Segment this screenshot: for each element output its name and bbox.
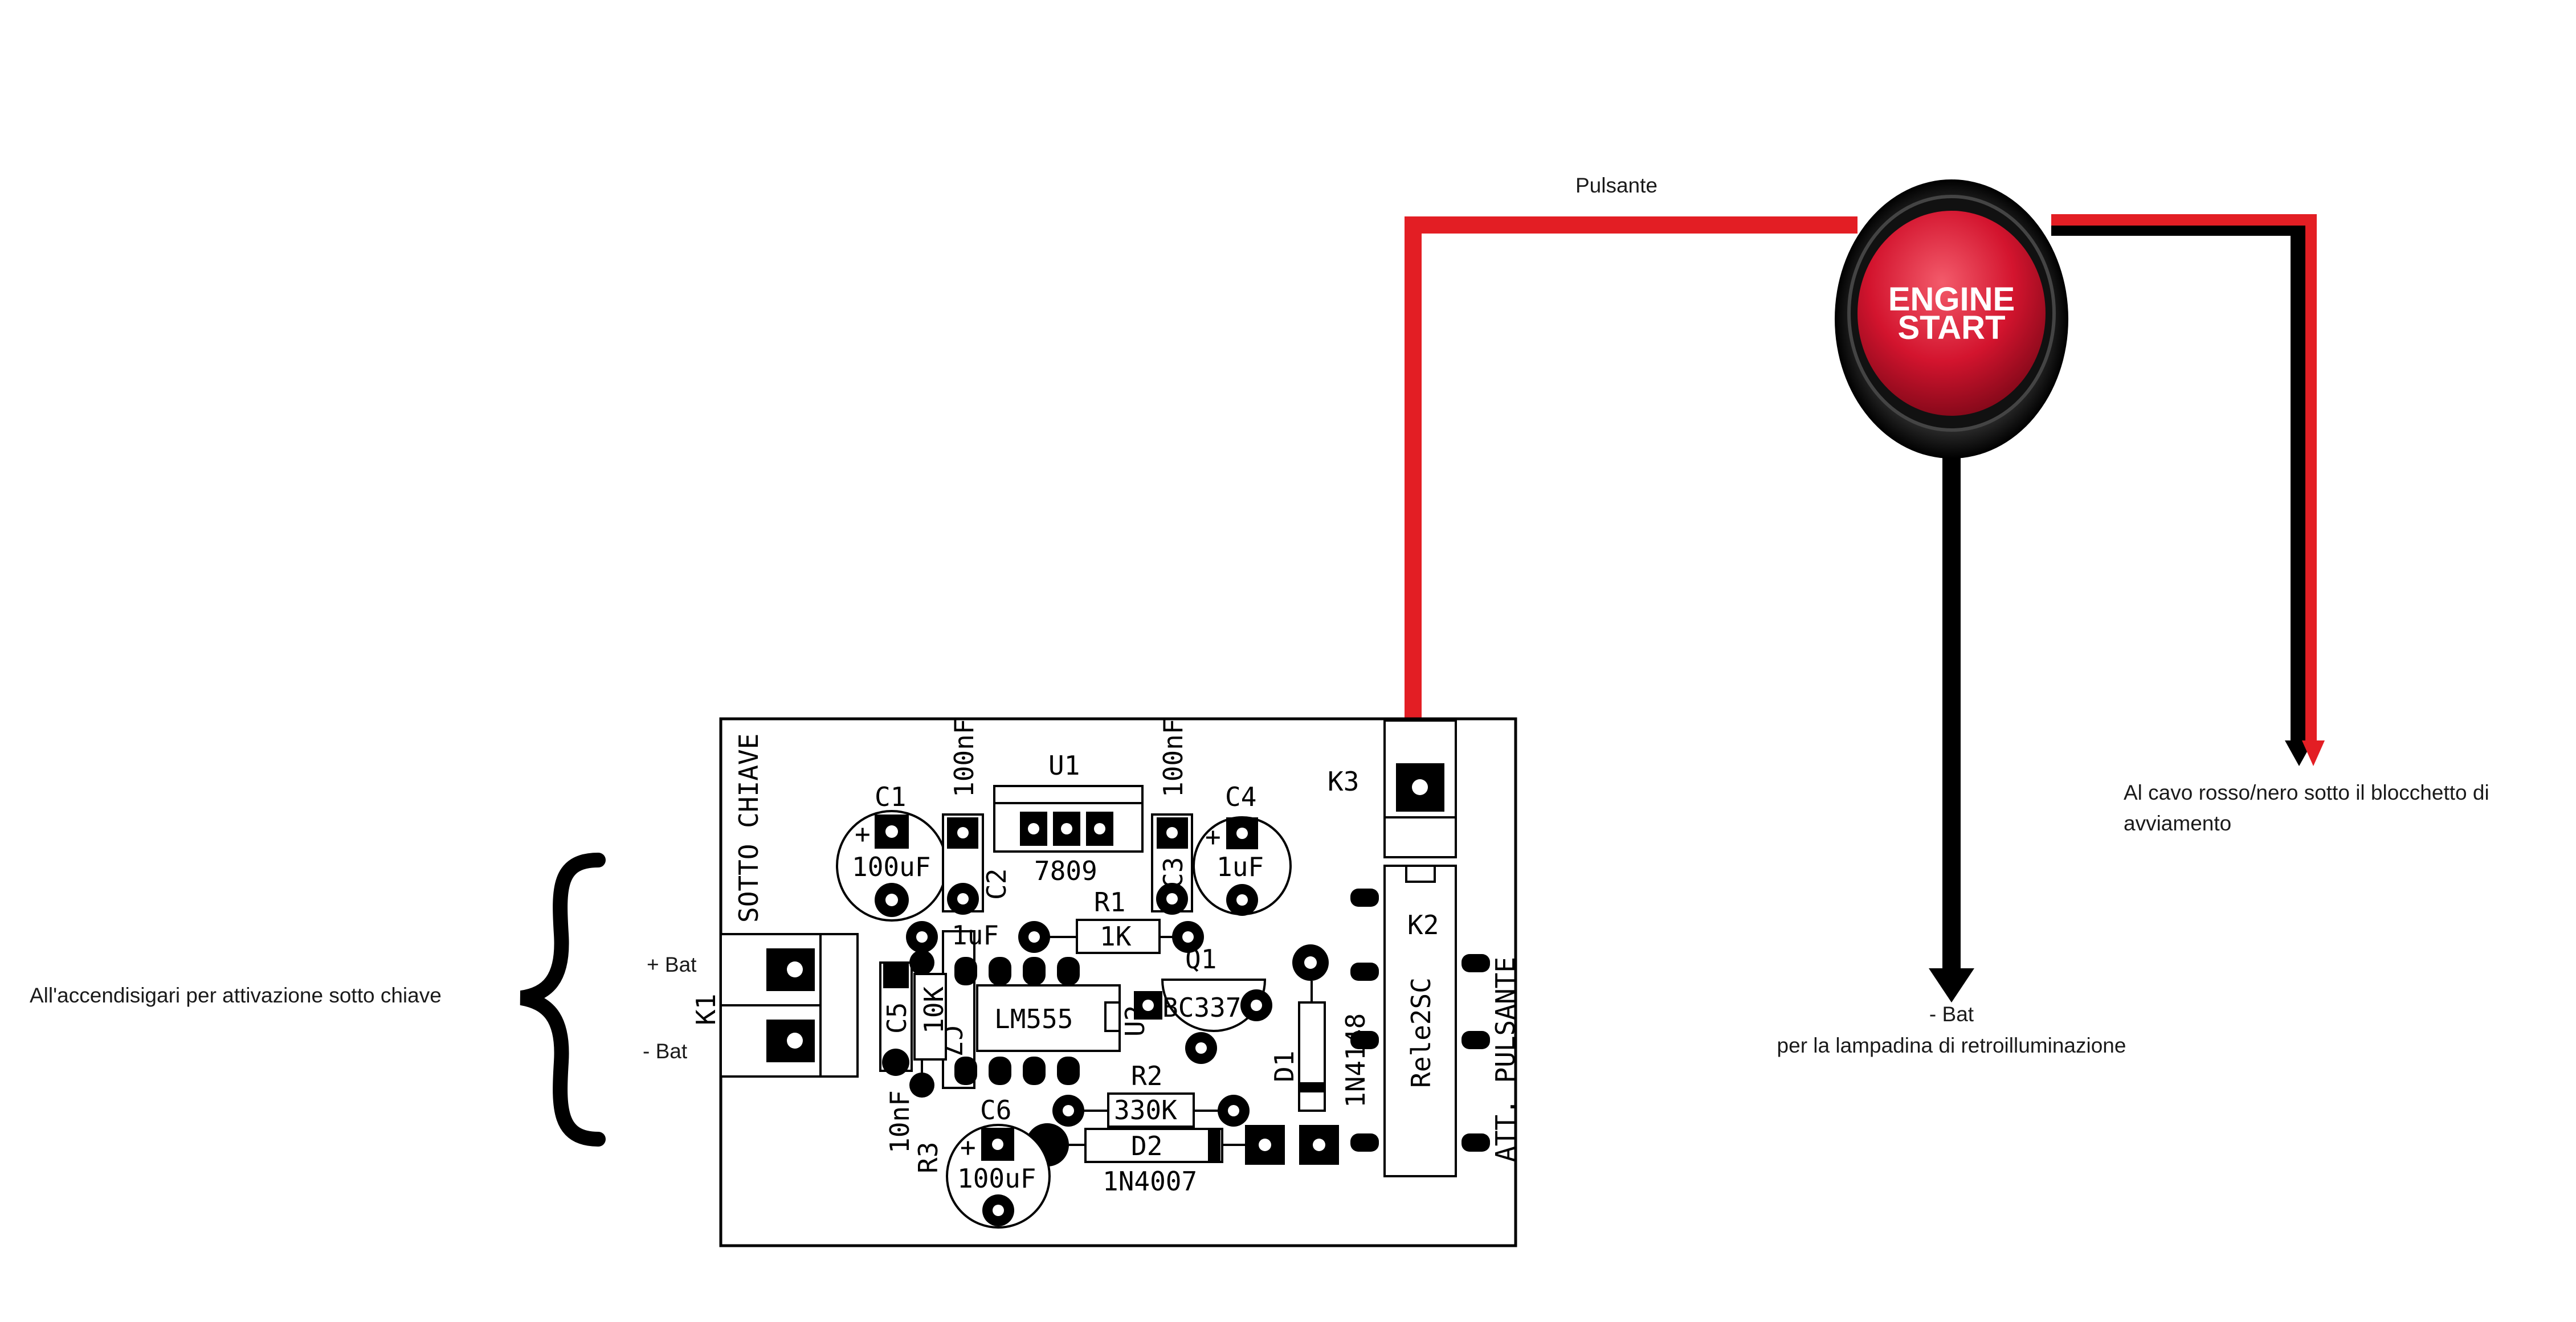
regulator-u1: U1 7809: [993, 750, 1144, 886]
capacitor-c2: 100nF C2: [942, 719, 1012, 915]
label-r3-val: 10K: [918, 987, 949, 1034]
label-k1: K1: [691, 994, 721, 1025]
label-c7-val: 1uF: [952, 920, 999, 951]
plus-c4: +: [1205, 821, 1221, 852]
label-d1: D1: [1269, 1051, 1300, 1082]
arrow-lamp: [1929, 968, 1974, 1002]
engine-start-button: ENGINE START: [1835, 179, 2068, 459]
label-pulsante: Pulsante: [1575, 174, 1658, 197]
transistor-q1: Q1 BC337: [1134, 944, 1272, 1064]
red-wire-k3-to-button: [1405, 216, 1858, 722]
label-cavo-line1: Al cavo rosso/nero sotto il blocchetto d…: [2124, 781, 2489, 804]
label-c2-val: 100nF: [949, 719, 979, 797]
label-c3-val: 100nF: [1158, 719, 1189, 797]
label-u1: U1: [1048, 750, 1080, 781]
timer-u2: LM555 U2: [954, 957, 1150, 1085]
label-c4-val: 1uF: [1216, 852, 1264, 882]
label-u2-part: LM555: [994, 1004, 1073, 1034]
capacitor-c4: + C4 1uF: [1193, 781, 1292, 916]
k1-connector: K1: [691, 933, 859, 1078]
k3-connector: K3: [1328, 719, 1457, 858]
label-att-pulsante: ATT. PULSANTE: [1490, 957, 1521, 1162]
label-c5: C5: [881, 1002, 912, 1034]
label-r1: R1: [1094, 887, 1125, 918]
diode-d1: D1 1N4148: [1269, 981, 1371, 1112]
label-u1-part: 7809: [1034, 856, 1097, 886]
label-c6: C6: [980, 1095, 1011, 1125]
capacitor-c5: C5 10nF: [879, 961, 915, 1153]
resistor-r1: R1 1K: [1018, 887, 1204, 954]
black-wire-to-ignition: [2051, 220, 2306, 740]
wires: [1405, 214, 2325, 1002]
label-c6-val: 100uF: [957, 1163, 1036, 1194]
capacitor-c6: + C6 100uF: [946, 1095, 1051, 1229]
plus-c6: +: [960, 1132, 976, 1163]
arrow-ignition-red: [2302, 740, 2325, 766]
label-k3: K3: [1328, 766, 1359, 797]
label-c5-val: 10nF: [884, 1090, 915, 1153]
capacitor-c3: 100nF C3: [1151, 719, 1193, 915]
label-c1: C1: [875, 781, 906, 812]
label-q1: Q1: [1185, 944, 1216, 975]
capacitor-c7: 1uF C7: [906, 920, 999, 1089]
curly-brace-icon: [520, 853, 606, 1147]
label-r2: R2: [1131, 1061, 1162, 1091]
label-cavo-line2: avviamento: [2124, 812, 2231, 835]
red-wire-to-ignition: [2051, 214, 2317, 740]
relay-k2: K2 Rele2SC: [1350, 865, 1490, 1177]
label-d2: D2: [1131, 1131, 1162, 1161]
label-k2: K2: [1407, 910, 1439, 940]
label-accendisigari: All'accendisigari per attivazione sotto …: [30, 984, 442, 1007]
label-r3: R3: [913, 1142, 944, 1173]
label-plus-bat: + Bat: [647, 953, 697, 976]
resistor-r2: R2 330K: [1052, 1061, 1250, 1128]
label-bat-neg: - Bat: [1929, 1002, 1974, 1026]
button-label-engine: ENGINE: [1888, 281, 2015, 318]
label-rele: Rele2SC: [1406, 977, 1436, 1088]
label-sotto-chiave: SOTTO CHIAVE: [733, 734, 764, 923]
label-r1-val: 1K: [1100, 921, 1132, 952]
label-minus-bat: - Bat: [643, 1039, 688, 1063]
label-c2: C2: [981, 869, 1012, 900]
label-q1-part: BC337: [1162, 992, 1241, 1023]
plus-c1: +: [855, 818, 871, 849]
pcb-board: SOTTO CHIAVE ATT. PULSANTE K1 K3 K2: [691, 717, 1521, 1247]
label-lampadina: per la lampadina di retroilluminazione: [1777, 1034, 2126, 1057]
label-r2-val: 330K: [1114, 1095, 1177, 1125]
label-c4: C4: [1225, 781, 1256, 812]
resistor-r3: 10K R3: [909, 950, 949, 1173]
button-label-start: START: [1897, 309, 2005, 346]
label-d2-part: 1N4007: [1103, 1166, 1197, 1197]
button-face: [1858, 211, 2046, 416]
label-d1-part: 1N4148: [1340, 1013, 1371, 1108]
label-c3: C3: [1158, 857, 1189, 889]
label-c1-val: 100uF: [852, 852, 930, 882]
